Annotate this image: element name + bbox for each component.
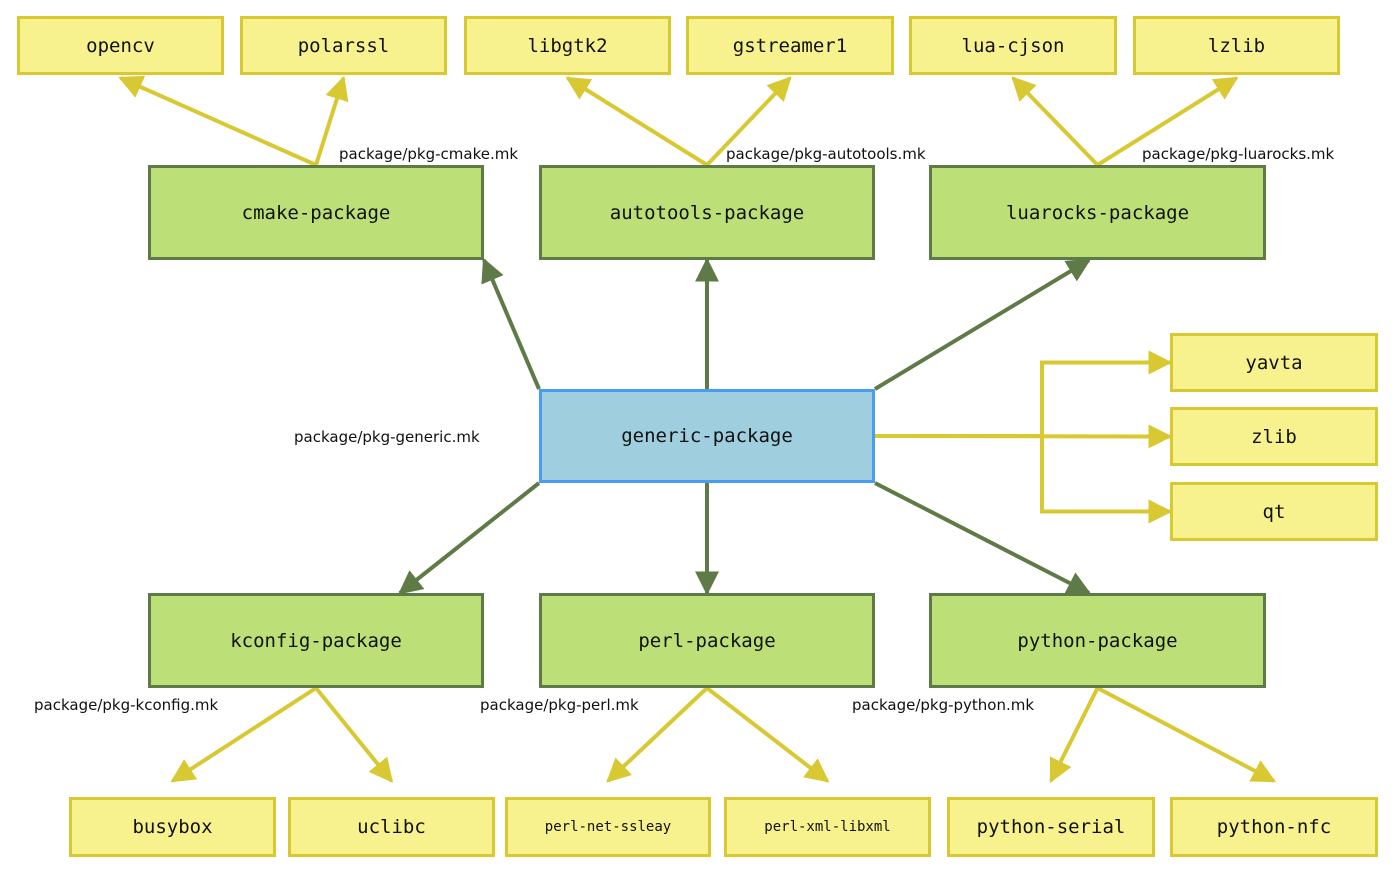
node-opencv: opencv — [17, 16, 224, 75]
node-label: libgtk2 — [527, 34, 608, 57]
edge-autotools-to-libgtk2 — [565, 76, 709, 167]
node-label: zlib — [1251, 425, 1297, 448]
node-gstreamer1: gstreamer1 — [686, 16, 894, 75]
makefile-label-luarocks: package/pkg-luarocks.mk — [1142, 145, 1335, 163]
node-label: python-nfc — [1216, 816, 1332, 838]
makefile-label-kconfig: package/pkg-kconfig.mk — [34, 696, 219, 714]
node-busybox: busybox — [69, 797, 276, 857]
edge-autotools-to-gstreamer1 — [705, 76, 792, 167]
node-autotools-package: autotools-package — [539, 165, 875, 260]
node-perl-net-ssleay: perl-net-ssleay — [505, 797, 711, 857]
edge-luarocks-to-lua_cjson — [1011, 76, 1099, 167]
edge-generic-to-kconfig — [398, 481, 541, 595]
node-label: luarocks-package — [1005, 201, 1190, 224]
node-label: qt — [1262, 500, 1286, 523]
edge-generic-to-yavta — [1040, 350, 1173, 436]
node-label: python-package — [1017, 629, 1178, 652]
node-label: generic-package — [621, 425, 793, 447]
edge-python-to-python_nfc — [1096, 686, 1277, 783]
edge-python-to-python_serial — [1049, 687, 1100, 784]
node-label: gstreamer1 — [732, 34, 848, 57]
node-lua-cjson: lua-cjson — [909, 16, 1117, 75]
edge-kconfig-to-uclibc — [314, 686, 394, 783]
edge-generic-to-python — [874, 481, 1092, 595]
node-label: lzlib — [1207, 34, 1266, 57]
node-uclibc: uclibc — [288, 797, 495, 857]
node-label: opencv — [86, 34, 155, 57]
makefile-label-cmake: package/pkg-cmake.mk — [339, 145, 519, 163]
node-label: perl-net-ssleay — [544, 819, 672, 835]
node-generic-package: generic-package — [539, 389, 875, 483]
edge-perl-to-perl_net_ssleay — [606, 686, 709, 783]
node-libgtk2: libgtk2 — [464, 16, 671, 75]
node-cmake-package: cmake-package — [148, 165, 484, 260]
makefile-label-generic: package/pkg-generic.mk — [294, 428, 480, 446]
node-label: yavta — [1245, 351, 1303, 374]
node-yavta: yavta — [1170, 333, 1378, 392]
edge-generic-to-luarocks — [873, 258, 1092, 391]
node-label: uclibc — [357, 816, 426, 838]
node-lzlib: lzlib — [1133, 16, 1340, 75]
edge-kconfig-to-busybox — [170, 686, 318, 783]
node-label: perl-package — [638, 629, 776, 652]
node-python-nfc: python-nfc — [1170, 797, 1378, 857]
makefile-label-python: package/pkg-python.mk — [852, 696, 1035, 714]
node-label: kconfig-package — [230, 629, 402, 652]
node-label: busybox — [132, 816, 213, 838]
edge-luarocks-to-lzlib — [1096, 76, 1239, 167]
node-kconfig-package: kconfig-package — [148, 593, 484, 688]
node-polarssl: polarssl — [240, 16, 447, 75]
node-label: autotools-package — [609, 201, 805, 224]
node-python-package: python-package — [929, 593, 1266, 688]
node-label: perl-xml-libxml — [764, 819, 891, 835]
edge-generic-to-cmake — [481, 257, 541, 390]
edge-generic-to-qt — [1040, 436, 1173, 524]
edge-cmake-to-opencv — [118, 75, 317, 167]
makefile-label-perl: package/pkg-perl.mk — [480, 696, 639, 714]
edge-cmake-to-polarssl — [314, 75, 349, 166]
node-luarocks-package: luarocks-package — [929, 165, 1266, 260]
node-zlib: zlib — [1170, 407, 1378, 466]
node-label: cmake-package — [241, 201, 391, 224]
node-label: lua-cjson — [961, 34, 1065, 57]
node-label: python-serial — [976, 816, 1126, 838]
node-python-serial: python-serial — [947, 797, 1155, 857]
node-label: polarssl — [297, 34, 390, 57]
node-qt: qt — [1170, 482, 1378, 541]
makefile-label-autotools: package/pkg-autotools.mk — [726, 145, 926, 163]
edge-perl-to-perl_xml_libxml — [705, 686, 830, 783]
node-perl-package: perl-package — [539, 593, 875, 688]
node-perl-xml-libxml: perl-xml-libxml — [724, 797, 931, 857]
